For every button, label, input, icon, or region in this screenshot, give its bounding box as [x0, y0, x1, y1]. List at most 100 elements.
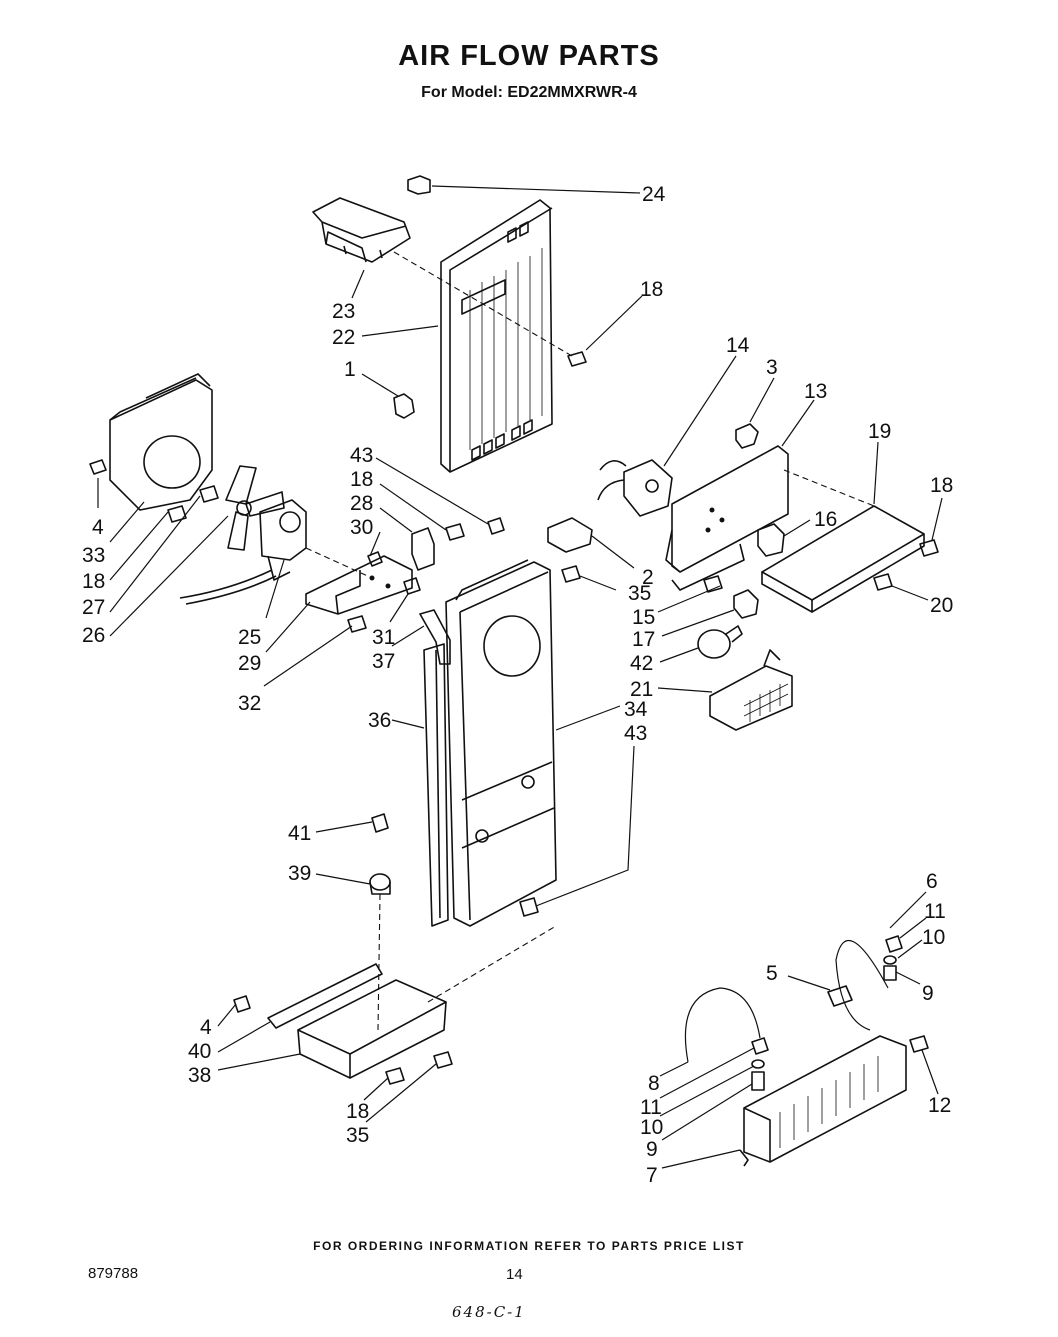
document-number: 879788	[88, 1265, 139, 1282]
part-23-housing	[312, 197, 411, 263]
callout-18: 18	[930, 474, 953, 497]
callout-29: 29	[238, 652, 261, 675]
callout-10: 10	[640, 1116, 663, 1139]
callout-23: 23	[332, 300, 355, 323]
callout-14: 14	[726, 334, 750, 357]
part-31-nut	[403, 577, 421, 595]
part-3-clip	[735, 423, 759, 449]
part-40-heater	[267, 963, 383, 1029]
part-11-nut-lower	[751, 1037, 769, 1055]
callout-4: 4	[200, 1016, 212, 1039]
callout-17: 17	[632, 628, 655, 651]
callout-22: 22	[332, 326, 355, 349]
leader-lines	[97, 185, 943, 1169]
callout-32: 32	[238, 692, 261, 715]
ordering-note: FOR ORDERING INFORMATION REFER TO PARTS …	[313, 1239, 745, 1253]
part-fan-shroud	[109, 373, 213, 511]
callout-38: 38	[188, 1064, 211, 1087]
part-33-screw	[167, 505, 187, 523]
part-18-screw-right	[919, 539, 939, 557]
callout-39: 39	[288, 862, 311, 885]
part-4-nut-lower	[233, 995, 251, 1013]
callout-1: 1	[344, 358, 356, 381]
part-16-switch	[757, 523, 785, 557]
part-4-nut-left	[89, 459, 107, 475]
callout-18: 18	[640, 278, 663, 301]
part-11-nut-upper	[885, 935, 903, 953]
callout-18: 18	[350, 468, 373, 491]
callout-9: 9	[646, 1138, 658, 1161]
part-19-cover	[761, 469, 925, 613]
part-43-grommet-upper	[487, 517, 505, 535]
page-title: AIR FLOW PARTS	[398, 40, 660, 72]
model-subtitle: For Model: ED22MMXRWR-4	[421, 84, 637, 101]
callout-8: 8	[648, 1072, 660, 1095]
part-42-bulb	[697, 625, 743, 659]
callout-40: 40	[188, 1040, 211, 1063]
callout-15: 15	[632, 606, 655, 629]
callout-35: 35	[346, 1124, 369, 1147]
callout-27: 27	[82, 596, 105, 619]
part-10-ferrule-upper	[883, 955, 897, 965]
part-6-tube	[835, 939, 889, 1031]
callout-20: 20	[930, 594, 953, 617]
callout-43: 43	[350, 444, 373, 467]
part-1-clip	[393, 393, 415, 419]
part-20-screw	[873, 573, 893, 591]
part-18-screw-fan	[199, 485, 219, 503]
part-15-screw	[703, 575, 723, 593]
callout-43: 43	[624, 722, 647, 745]
callout-34: 34	[624, 698, 648, 721]
part-17-socket	[733, 589, 759, 619]
part-14-motor	[597, 459, 673, 517]
part-38-drain-trough	[297, 925, 557, 1079]
callout-36: 36	[368, 709, 391, 732]
callout-10: 10	[922, 926, 945, 949]
part-7-heat-exchanger	[739, 1035, 907, 1167]
callout-30: 30	[350, 516, 373, 539]
callout-16: 16	[814, 508, 837, 531]
part-18-screw-center	[445, 523, 465, 541]
callout-24: 24	[642, 183, 666, 206]
part-21-shield	[709, 649, 793, 731]
callout-3: 3	[766, 356, 778, 379]
callout-25: 25	[238, 626, 261, 649]
callout-28: 28	[350, 492, 373, 515]
callout-42: 42	[630, 652, 653, 675]
part-9-fitting-lower	[751, 1071, 765, 1091]
callout-2: 2	[642, 566, 654, 589]
callout-19: 19	[868, 420, 891, 443]
callout-41: 41	[288, 822, 311, 845]
part-39-grommet	[369, 873, 391, 1031]
callout-12: 12	[928, 1094, 951, 1117]
part-2-damper	[547, 517, 593, 553]
callout-13: 13	[804, 380, 827, 403]
callout-6: 6	[926, 870, 938, 893]
page-number: 14	[506, 1266, 523, 1283]
part-12-screw	[909, 1035, 929, 1053]
callout-35: 35	[628, 582, 651, 605]
callout-33: 33	[82, 544, 105, 567]
callout-26: 26	[82, 624, 105, 647]
part-24-clip	[407, 175, 431, 195]
part-35-screw-mid	[561, 565, 581, 583]
part-18-screw-lower	[385, 1067, 405, 1085]
callout-18: 18	[346, 1100, 369, 1123]
part-27-fan-blade	[225, 465, 285, 551]
callout-11: 11	[924, 900, 946, 923]
part-18-screw-upper	[393, 251, 587, 367]
part-41-plug	[371, 813, 389, 833]
part-10-ferrule-lower	[751, 1059, 765, 1069]
part-34-air-duct	[445, 559, 557, 927]
part-43-grommet-lower	[519, 897, 539, 917]
part-13-bracket	[665, 445, 789, 591]
callout-4: 4	[92, 516, 104, 539]
callout-31: 31	[372, 626, 395, 649]
part-9-fitting-upper	[883, 965, 897, 981]
part-37-lever	[419, 609, 451, 665]
part-8-tube	[684, 987, 761, 1063]
part-25-bracket	[305, 547, 413, 615]
callout-9: 9	[922, 982, 934, 1005]
callout-labels: 24 18 23 22 1 14 3 13 19 18 16 4 33 18 2…	[82, 183, 953, 1187]
